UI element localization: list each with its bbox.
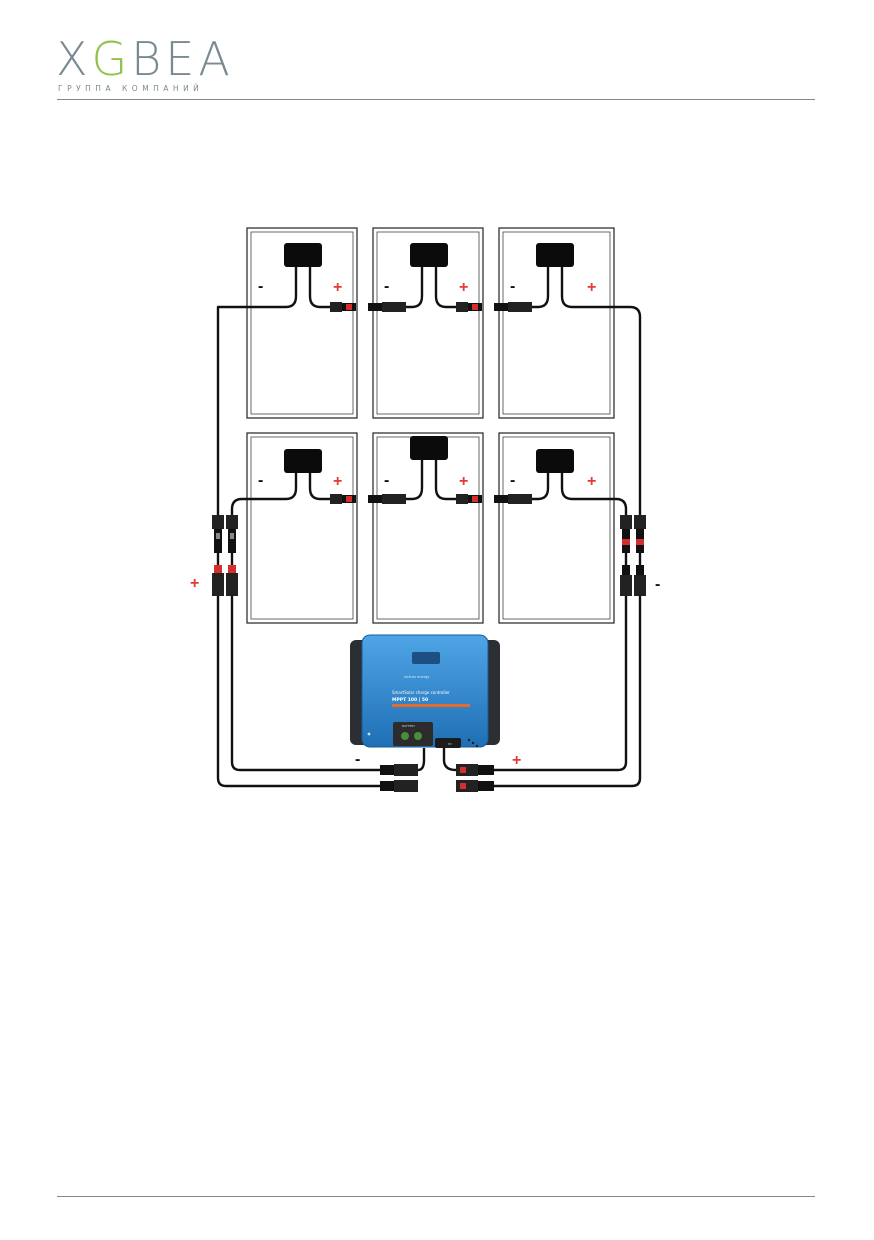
panel-top-left [246,227,358,419]
mc4-branch-connectors [212,515,646,596]
junction-box [536,449,574,473]
controller-battery-label: BATTERY [402,724,415,728]
left-bus-plus-sign: + [190,575,199,592]
junction-box [284,449,322,473]
company-logo: XGBEA ГРУППА КОМПАНИЙ [56,36,234,93]
controller-minus-sign: - [355,751,360,768]
panel-bottom-middle [372,432,484,624]
minus-sign: - [510,278,515,295]
controller-stripe [392,704,470,707]
polarity-signs: - + - + - + - + - + - + + - - + [190,278,660,769]
logo-subtitle: ГРУППА КОМПАНИЙ [58,84,204,93]
plus-sign: + [587,279,596,296]
controller-terminal-block [393,722,433,746]
plus-sign: + [333,279,342,296]
controller-model-line2: MPPT 100 | 50 [392,697,428,703]
cables [216,267,642,788]
mppt-charge-controller: victron energy SmartSolar charge control… [350,634,500,748]
plus-sign: + [459,473,468,490]
footer-divider [57,1196,815,1197]
mc4-connectors-panels [330,302,532,504]
controller-pv-label: PV [448,742,453,746]
minus-sign: - [384,472,389,489]
panel-bottom-left [246,432,358,624]
junction-box [284,243,322,267]
minus-sign: - [510,472,515,489]
panel-top-middle [372,227,484,419]
controller-brand: victron energy [404,675,429,679]
logo-wordmark: XGBEA [56,32,234,86]
panel-top-right [498,227,615,419]
junction-box [410,436,448,460]
junction-box [410,243,448,267]
plus-sign: + [587,473,596,490]
minus-sign: - [258,278,263,295]
panel-bottom-right [498,432,615,624]
plus-sign: + [459,279,468,296]
minus-sign: - [258,472,263,489]
controller-vent [412,652,440,664]
right-bus-minus-sign: - [655,576,660,593]
controller-model-line1: SmartSolar charge controller [392,690,450,695]
mc4-controller-connectors [380,764,494,792]
junction-box [536,243,574,267]
plus-sign: + [333,473,342,490]
controller-plus-sign: + [512,752,521,769]
minus-sign: - [384,278,389,295]
header-divider [57,99,815,100]
